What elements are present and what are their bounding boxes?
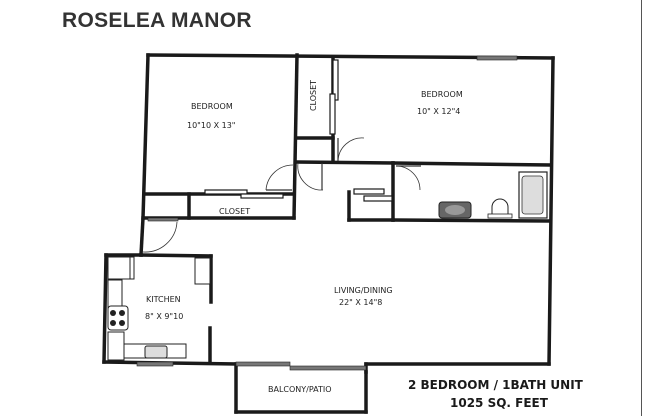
area-summary: 1025 SQ. FEET	[450, 396, 548, 410]
unit-summary: 2 BEDROOM / 1BATH UNIT	[408, 378, 583, 392]
balcony-label: BALCONY/PATIO	[268, 385, 332, 394]
kitchen-dims: 8" X 9"10	[145, 312, 184, 321]
page-title: ROSELEA MANOR	[62, 9, 252, 32]
living-dims: 22" X 14"8	[339, 298, 383, 307]
bedroom2-label: BEDROOM	[421, 90, 463, 99]
bedroom1-dims: 10"10 X 13"	[187, 121, 236, 130]
page-edge-line	[641, 0, 642, 416]
kitchen-label: KITCHEN	[146, 295, 181, 304]
bedroom2-dims: 10" X 12"4	[417, 107, 461, 116]
living-label: LIVING/DINING	[334, 286, 393, 295]
closet-bottom-label: CLOSET	[219, 207, 251, 216]
closet-vertical-label: CLOSET	[309, 79, 319, 112]
bedroom1-label: BEDROOM	[191, 102, 233, 111]
